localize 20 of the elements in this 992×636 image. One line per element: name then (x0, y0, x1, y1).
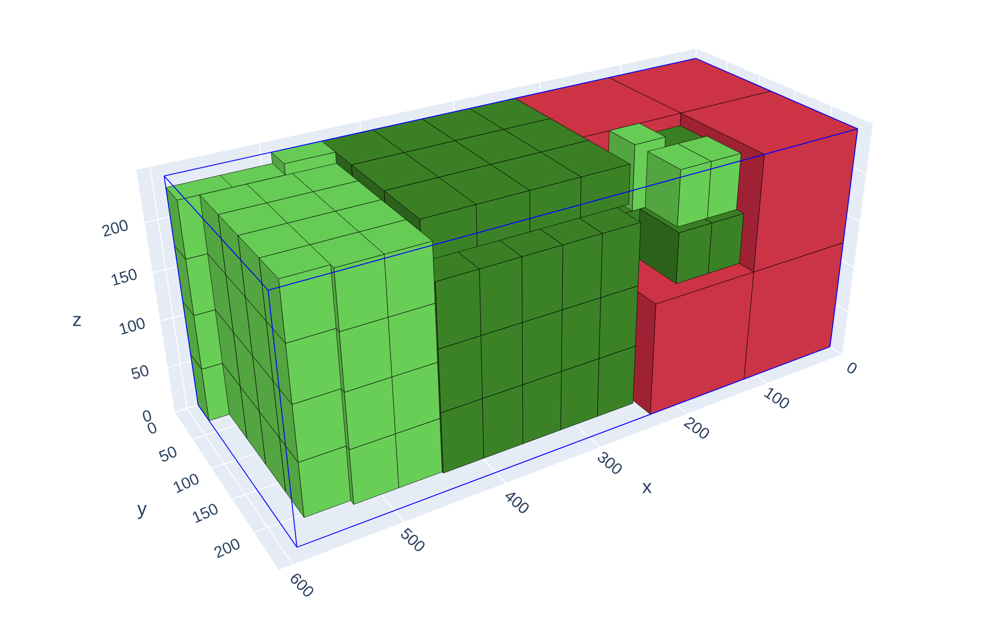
axis-title: y (137, 505, 147, 519)
axis-title: x (642, 482, 652, 493)
tick-label: 300 (598, 452, 622, 474)
tick-label: 100 (174, 474, 198, 493)
tick-label: 600 (290, 574, 314, 596)
tick-label: 0 (148, 422, 156, 434)
tick-label: 100 (764, 388, 790, 408)
axis-title: z (73, 316, 81, 326)
tick-label: 500 (401, 528, 425, 552)
tick-label: 400 (505, 492, 529, 513)
tick-label: 100 (120, 318, 145, 335)
tick-label: 50 (158, 446, 176, 462)
tick-label: 50 (131, 365, 148, 379)
tick-label: 150 (112, 268, 137, 286)
tick-label: 150 (192, 504, 218, 523)
tick-label: 0 (847, 362, 857, 374)
tick-label: 200 (684, 417, 710, 438)
tick-label: 200 (214, 538, 240, 558)
tick-label: 0 (142, 410, 152, 422)
tick-label: 200 (102, 220, 128, 237)
